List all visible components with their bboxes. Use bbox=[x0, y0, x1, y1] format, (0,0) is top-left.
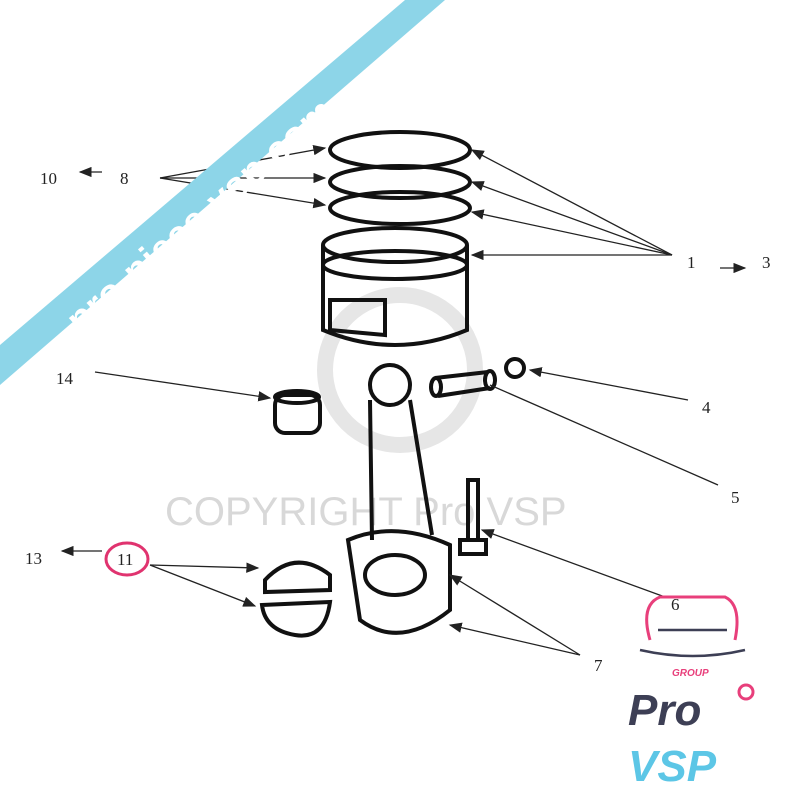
highlight-circle bbox=[104, 541, 150, 577]
label-11: 11 bbox=[117, 550, 133, 569]
label-14: 14 bbox=[56, 369, 74, 388]
banner-text: pro-piece-vsp.com bbox=[59, 90, 343, 341]
label-5: 5 bbox=[731, 488, 740, 507]
bearing-shells bbox=[259, 560, 333, 638]
piston bbox=[321, 226, 469, 347]
circlip bbox=[504, 357, 526, 379]
small-end-bushing bbox=[273, 389, 322, 435]
watermark-circle bbox=[317, 287, 483, 453]
logo-group: GROUP bbox=[672, 668, 709, 679]
label-1: 1 bbox=[687, 253, 696, 272]
logo-pro: Pro bbox=[628, 686, 701, 735]
rod-bolt bbox=[458, 478, 488, 556]
label-6: 6 bbox=[671, 595, 680, 614]
label-3: 3 bbox=[762, 253, 771, 272]
copyright-watermark: COPYRIGHT Pro VSP bbox=[165, 490, 567, 534]
hex-nut-icon bbox=[737, 683, 755, 701]
label-13: 13 bbox=[25, 549, 42, 568]
label-4: 4 bbox=[702, 398, 711, 417]
label-8: 8 bbox=[120, 169, 129, 188]
logo-vsp: VSP bbox=[628, 742, 717, 791]
piston-pin bbox=[429, 369, 497, 398]
piston-rings bbox=[328, 130, 472, 226]
label-10: 10 bbox=[40, 169, 57, 188]
label-7: 7 bbox=[594, 656, 603, 675]
connecting-rod bbox=[345, 363, 452, 635]
leader-lines bbox=[60, 144, 747, 656]
provsp-logo: GROUP Pro VSP bbox=[628, 595, 755, 791]
